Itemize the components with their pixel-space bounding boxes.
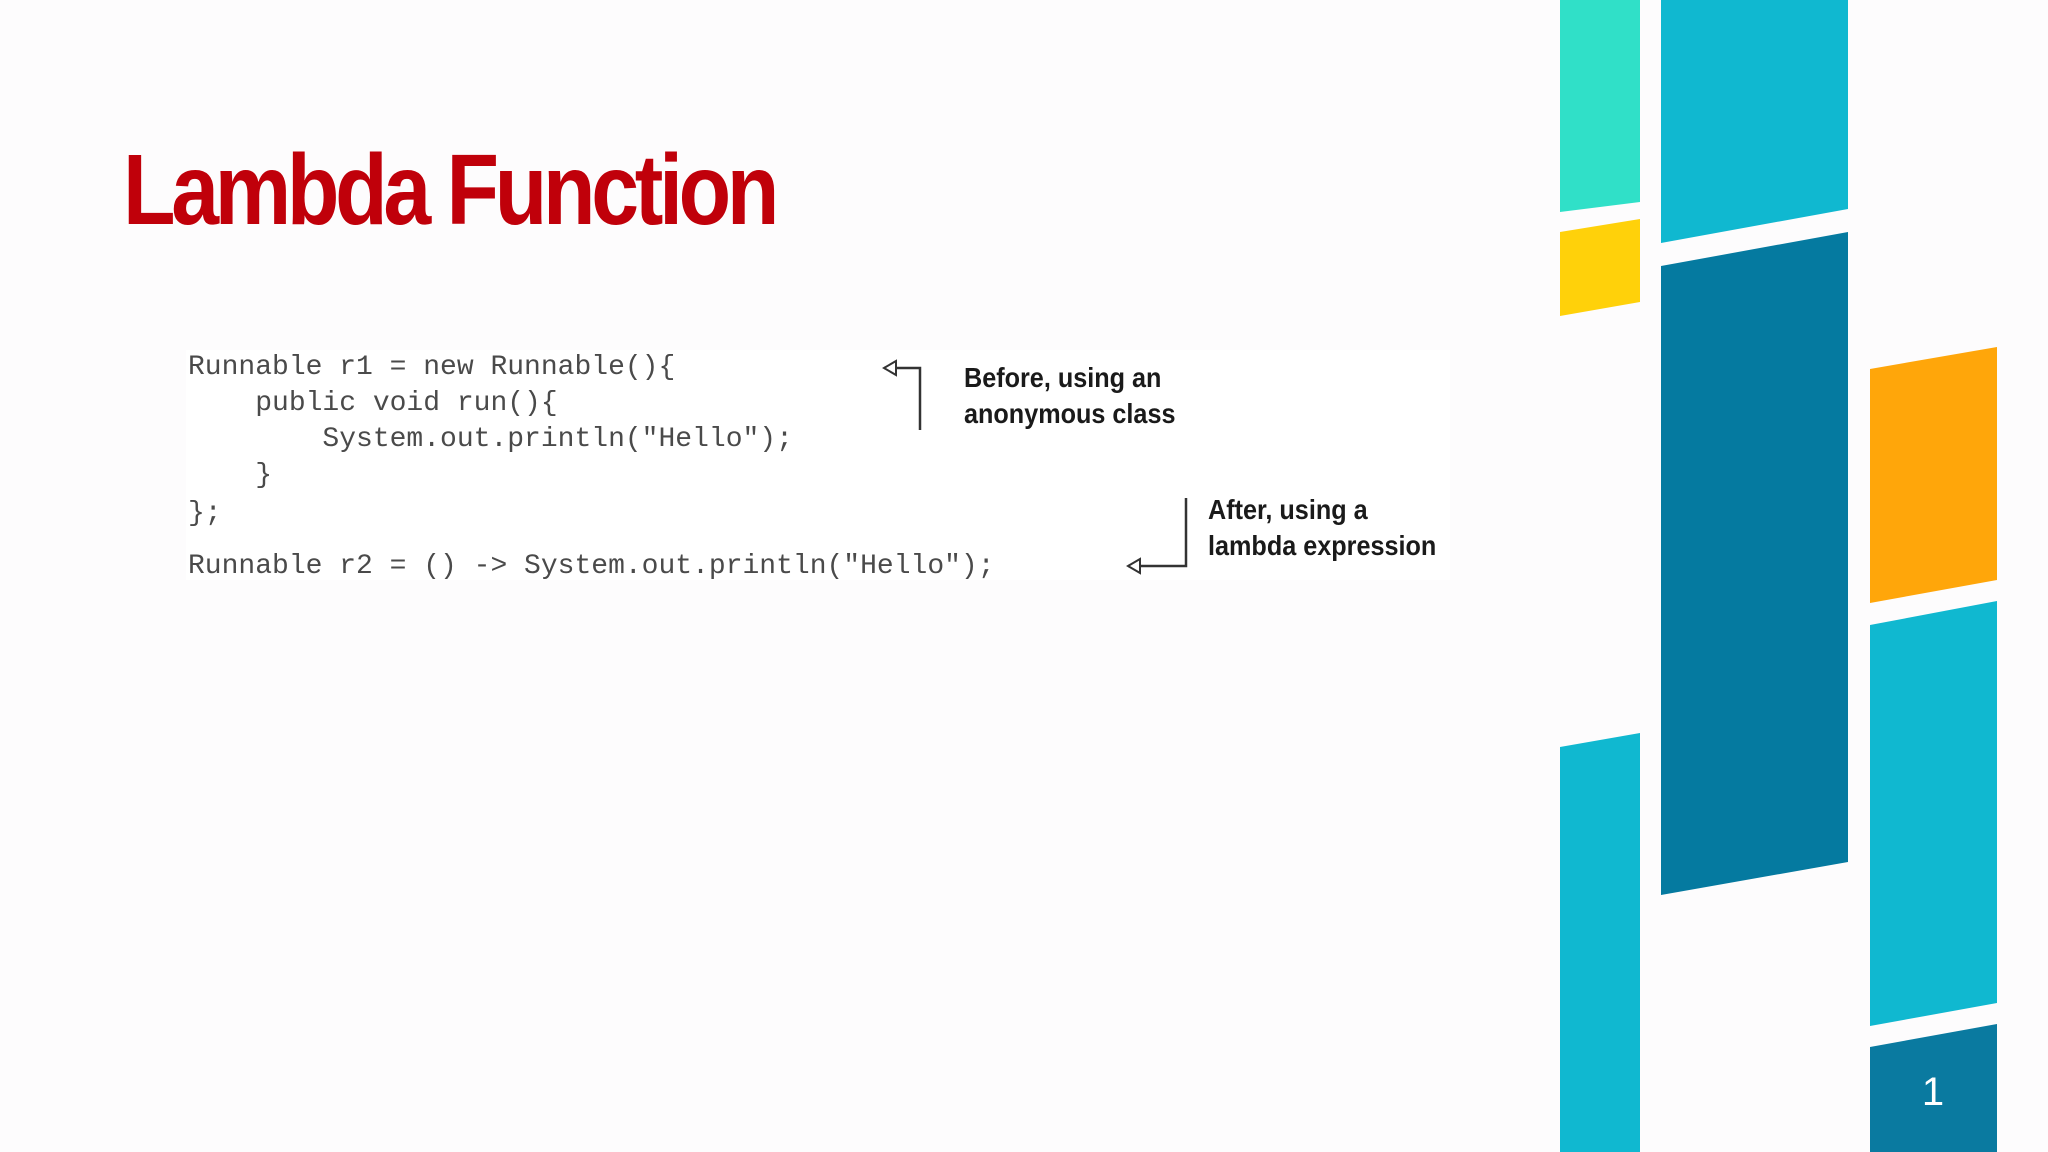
before-annotation-line-1: Before, using an — [964, 362, 1162, 393]
before-annotation-line-2: anonymous class — [964, 398, 1176, 429]
yellow-block — [1560, 219, 1640, 316]
code-line-3: System.out.println("Hello"); — [188, 424, 793, 455]
cyan-block-right — [1870, 601, 1997, 1026]
page-number: 1 — [1921, 1070, 1945, 1114]
code-figure: Runnable r1 = new Runnable(){ public voi… — [186, 350, 1450, 582]
before-annotation: Before, using an anonymous class — [964, 360, 1175, 432]
orange-block — [1870, 347, 1997, 603]
cyan-block-top — [1661, 0, 1848, 243]
after-annotation: After, using a lambda expression — [1208, 492, 1436, 564]
after-annotation-line-2: lambda expression — [1208, 530, 1437, 561]
mint-block — [1560, 0, 1640, 212]
dark-teal-block — [1661, 232, 1848, 895]
code-line-1: Runnable r1 = new Runnable(){ — [188, 352, 676, 383]
code-line-4: } — [188, 460, 273, 491]
code-line-6: Runnable r2 = () -> System.out.println("… — [188, 551, 995, 582]
after-callout-arrow-icon — [1126, 498, 1188, 575]
decorative-color-blocks — [1560, 0, 1997, 1152]
code-line-2: public void run(){ — [188, 388, 558, 419]
after-annotation-line-1: After, using a — [1208, 494, 1368, 525]
code-line-5: }; — [188, 498, 222, 529]
page-number-tile — [1870, 1024, 1997, 1152]
before-callout-arrow-icon — [882, 359, 922, 430]
slide-title: Lambda Function — [123, 134, 779, 246]
cyan-block-left — [1560, 733, 1640, 1152]
